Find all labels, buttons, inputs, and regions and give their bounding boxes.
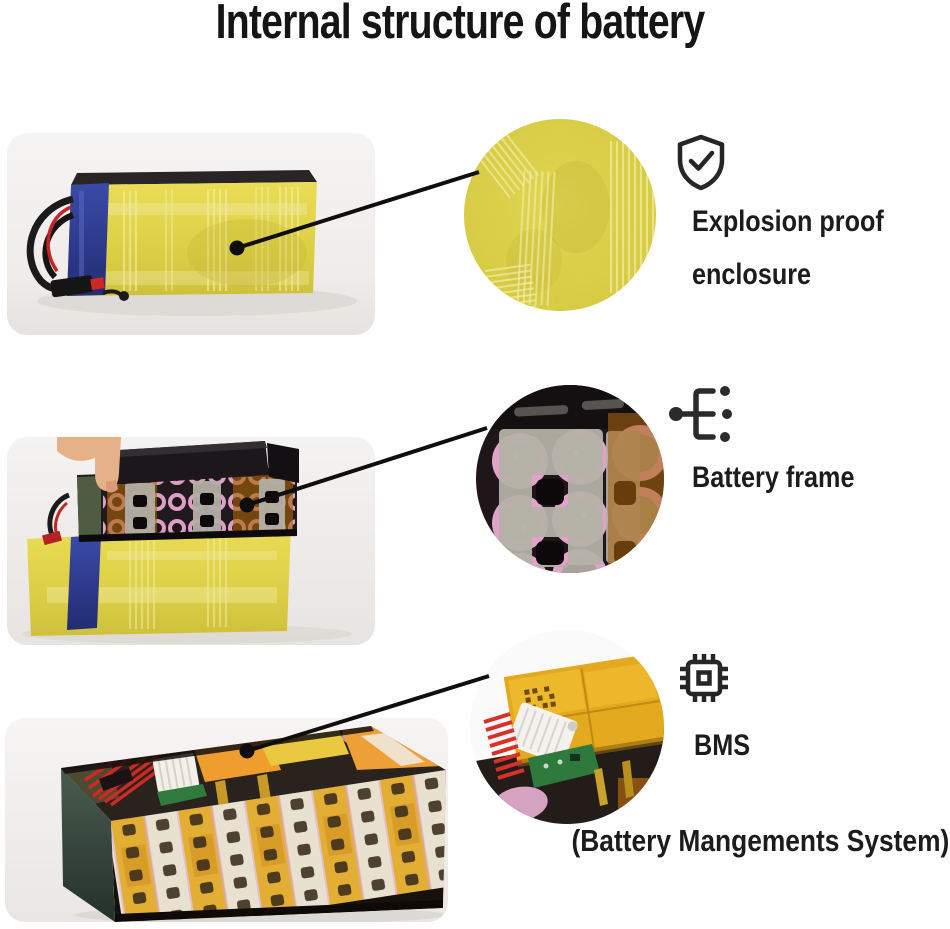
microchip-icon xyxy=(680,654,728,702)
bms-closeup xyxy=(470,630,664,824)
bms-connector xyxy=(152,752,200,793)
photo-battery-pack-with-bms xyxy=(5,718,448,922)
shield-check-icon xyxy=(677,134,725,191)
photo-battery-pack-with-frame xyxy=(7,437,375,645)
photo-taped-battery-pack xyxy=(7,133,375,335)
callout-label-enclosure-line1: Explosion proof xyxy=(692,205,884,238)
white-connector xyxy=(507,702,578,765)
side-wires xyxy=(42,492,71,546)
taped-battery-pack-illustration xyxy=(7,133,375,335)
callout-label-frame: Battery frame xyxy=(692,461,855,494)
zoom-circle-battery-frame xyxy=(476,385,664,573)
battery-frame-illustration xyxy=(7,437,375,645)
red-wire-comb xyxy=(483,712,525,780)
pack-left-side xyxy=(61,768,115,922)
battery-pack xyxy=(67,170,317,296)
callout-label-enclosure-line2: enclosure xyxy=(692,258,812,291)
callout-label-bms: BMS xyxy=(694,729,751,762)
cells-closeup xyxy=(476,385,664,573)
zoom-circle-enclosure-tape xyxy=(464,119,656,311)
power-cables xyxy=(26,195,129,301)
zoom-circle-bms xyxy=(470,630,664,824)
callout-caption-bms: (Battery Mangements System) xyxy=(571,823,950,858)
hand xyxy=(57,437,121,493)
taped-pack-base xyxy=(27,525,291,636)
branch-connector-icon xyxy=(669,386,732,442)
green-pcb xyxy=(528,744,600,788)
tape-texture-closeup xyxy=(464,119,656,311)
bms-pack-illustration xyxy=(5,718,448,922)
page-title: Internal structure of battery xyxy=(215,0,705,49)
